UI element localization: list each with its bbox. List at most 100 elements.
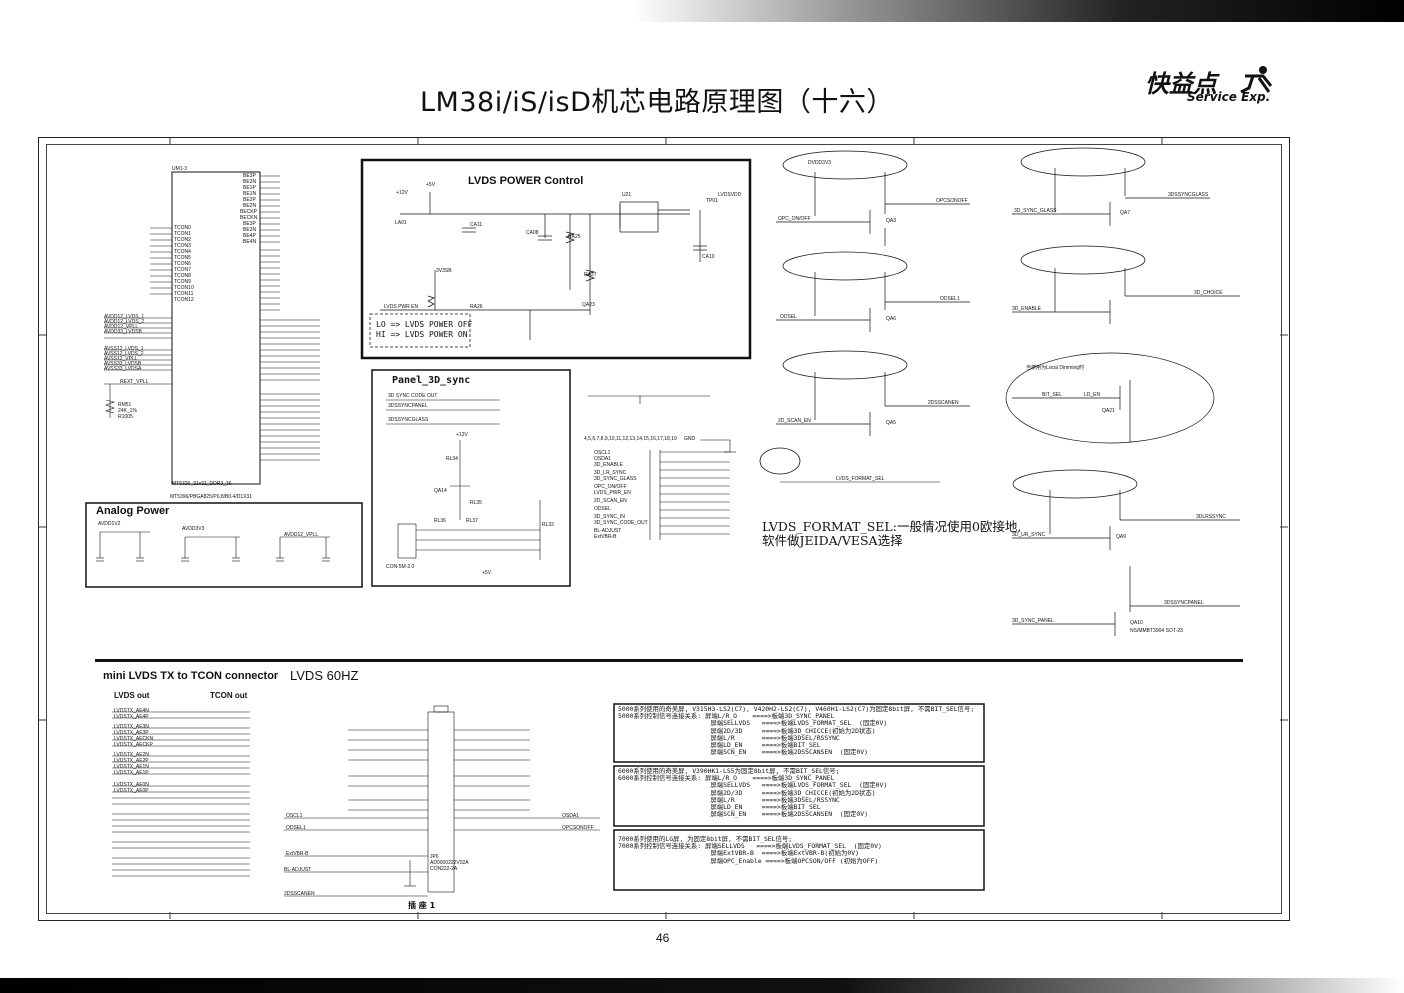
ic-pwr-9: REXT_VPLL xyxy=(120,379,149,385)
ic-part: MT5326_31x31_DDR3_36 xyxy=(172,481,232,487)
net-3dssyncpanel: 3DSSYNCPANEL xyxy=(1164,600,1204,606)
sig-opc-onoff: OPC_ON/OFF xyxy=(594,484,627,490)
part-ra25: RA25 xyxy=(568,234,581,240)
drawing-frame xyxy=(38,137,1290,921)
net-ld-en: LD_EN xyxy=(1084,392,1101,398)
lvds-net-osda1: OSDA1 xyxy=(562,813,579,819)
net-avdd3v3: AVDD3V3 xyxy=(182,526,205,532)
ic-pwr-5: AVSS12_LVDS_2 xyxy=(104,351,144,357)
sig-2d-scan-en: 2D_SCAN_EN xyxy=(594,498,627,504)
ic-pin-r4: BE2P xyxy=(243,197,256,203)
net-opc-onoff: OPC_ON/OFF xyxy=(778,216,811,222)
ic-ref: UM1-3 xyxy=(172,166,188,172)
connector-part: JP6 AD0000222V02A CON222-2A xyxy=(430,854,469,872)
part-u21: U21 xyxy=(622,192,632,198)
lvds-net-5: LVDSTX_AECKP xyxy=(114,742,153,748)
part-qa14: QA14 xyxy=(434,488,447,494)
transistor-part-note: NS/MMBT3904 SOT-23 xyxy=(1130,628,1183,634)
net-2d-scan-en: 2D_SCAN_EN xyxy=(778,418,811,424)
sig-extvbr-b: ExtVBR-B xyxy=(594,534,617,540)
ic-pin-tcon3: TCON3 xyxy=(174,243,191,249)
net-opcsonoff: OPCSONOFF xyxy=(936,198,968,204)
net-odsel: ODSEL xyxy=(780,314,797,320)
ic-pin-tcon7: TCON7 xyxy=(174,267,191,273)
lvds-net-oscl1: OSCL1 xyxy=(286,813,303,819)
format-sel-note: LVDS_FORMAT_SEL:一般情况使用0欧接地, 软件做JEIDA/VES… xyxy=(762,520,1021,548)
scan-bottom-edge xyxy=(0,978,1404,993)
part-rl37: RL37 xyxy=(466,518,478,524)
runner-icon xyxy=(1240,66,1273,94)
lvds-net-7: LVDSTX_AE2P xyxy=(114,758,149,764)
lvds-net-10: LVDSTX_AE0N xyxy=(114,782,149,788)
net-3dssyncpanel: 3DSSYNCPANEL xyxy=(388,403,428,409)
ic-pin-r0: BE3P xyxy=(243,173,256,179)
part-ra27: RA27 xyxy=(584,272,597,278)
sig-odsel: ODSEL xyxy=(594,506,611,512)
ic-pin-tcon9: TCON9 xyxy=(174,279,191,285)
net-avdd1v2: AVDD1V2 xyxy=(98,521,121,527)
ic-package: MT5396/PBGA825/P0.8/B0.4/D1X31 xyxy=(170,494,252,500)
logo-subtitle: Service Exp. xyxy=(1187,90,1271,104)
sig-bl-adjust: BL-ADJUST xyxy=(594,528,622,534)
lvds-power-note-off: LO => LVDS POWER OFF xyxy=(376,320,473,329)
net-gnd: GND xyxy=(684,436,696,442)
ic-pwr-0: AVDD12_LVDS_1 xyxy=(104,314,145,320)
drawing-inner-border xyxy=(46,144,1282,914)
lvds-net-0: LVDSTX_AE4N xyxy=(114,708,149,714)
sig-3d-enable: 3D_ENABLE xyxy=(594,462,623,468)
part-con5m: CON-5M-2.0 xyxy=(386,564,415,570)
mini-lvds-subtitle: LVDS 60HZ xyxy=(290,668,359,683)
logo-name: 快益点 xyxy=(1145,70,1217,98)
net-3d-choice: 3D_CHOICE xyxy=(1194,290,1223,296)
net-12v: +12V xyxy=(396,190,408,196)
ic-pwr-8: AVSS33_LVDSA xyxy=(104,366,142,372)
mini-lvds-title: mini LVDS TX to TCON connector xyxy=(103,670,279,682)
lvds-net-1: LVDSTX_AE4P xyxy=(114,714,149,720)
analog-power-title: Analog Power xyxy=(96,505,170,517)
net-3d-sync-code-out: 3D SYNC CODE OUT xyxy=(388,393,438,399)
net-3d-sync-panel: 3D_SYNC_PANEL xyxy=(1012,618,1054,624)
net-3d-ur-sync: 3D_UR_SYNC xyxy=(1012,532,1046,538)
ic-pin-tcon6: TCON6 xyxy=(174,261,191,267)
net-3dssyncglass: 3DSSYNCGLASS xyxy=(1168,192,1209,198)
net-12v-sync: +12V xyxy=(456,432,468,438)
part-rl36: RL36 xyxy=(434,518,446,524)
sig-lvds-pwr-en: LVDS_PWR_EN xyxy=(594,490,631,496)
ic-pin-tcon12: TCON12 xyxy=(174,297,194,303)
lvds-net-8: LVDSTX_AE1N xyxy=(114,764,149,770)
net-3d-enable: 3D_ENABLE xyxy=(1012,306,1041,312)
ic-pin-tcon10: TCON10 xyxy=(174,285,194,291)
net-2dsscanen: 2DSSCANEN xyxy=(928,400,959,406)
config-note-7000: 7000系列使用的LG屏, 为固定8bit屏, 不需BIT_SEL信号; 700… xyxy=(618,835,882,865)
net-lvds-pwr-en: LVDS PWR EN xyxy=(384,304,419,310)
connector-pin-list: 4,5,6,7,8,9,10,11,12,13,14,15,16,17,18,1… xyxy=(584,436,677,442)
ic-resistor: RM51 24K_1% R1005 xyxy=(118,402,137,420)
part-tp01: TP01 xyxy=(706,198,718,204)
lvds-net-6: LVDSTX_AE2N xyxy=(114,752,149,758)
tcon-out-label: TCON out xyxy=(210,691,248,700)
page-number: 46 xyxy=(656,931,670,945)
config-note-5000: 5000系列使用的奇美屏, V315H3-LS2(C7), V420H2-LS2… xyxy=(618,705,975,757)
connector-label: 插 座 1 xyxy=(408,901,436,910)
net-bit-sel: BIT_SEL xyxy=(1042,392,1063,398)
brand-logo: 快益点 Service Exp. xyxy=(1145,64,1285,119)
transistor-qa6: QA6 xyxy=(886,316,897,322)
transistor-qa3: QA3 xyxy=(886,218,897,224)
lvds-net-4: LVDSTX_AECKN xyxy=(114,736,154,742)
ic-pin-r10: BE4P xyxy=(243,233,256,239)
net-lvdsvdd: LVDSVDD xyxy=(718,192,742,198)
ic-pwr-2: AVDD12_VPLL xyxy=(104,324,139,330)
sig-3d-sync-glass: 3D_SYNC_GLASS xyxy=(594,476,637,482)
lvds-net-3: LVDSTX_AE3P xyxy=(114,730,149,736)
format-sel-note-line2: 软件做JEIDA/VESA选择 xyxy=(762,533,903,548)
ic-pin-r6: BECKP xyxy=(240,209,257,215)
ic-pin-r3: BE1N xyxy=(243,191,257,197)
net-lvds-format-sel: LVDS_FORMAT_SEL xyxy=(836,476,885,482)
net-5v: +5V xyxy=(426,182,436,188)
part-ca08: CA08 xyxy=(526,230,539,236)
section-divider xyxy=(95,659,1243,662)
local-dimming-note: 当使用为Local Dimming时 xyxy=(1026,365,1085,371)
lvds-net-odsel1: ODSEL1 xyxy=(286,825,306,831)
lvds-power-note-on: HI => LVDS POWER ON xyxy=(376,330,468,339)
part-ca10: CA10 xyxy=(702,254,715,260)
